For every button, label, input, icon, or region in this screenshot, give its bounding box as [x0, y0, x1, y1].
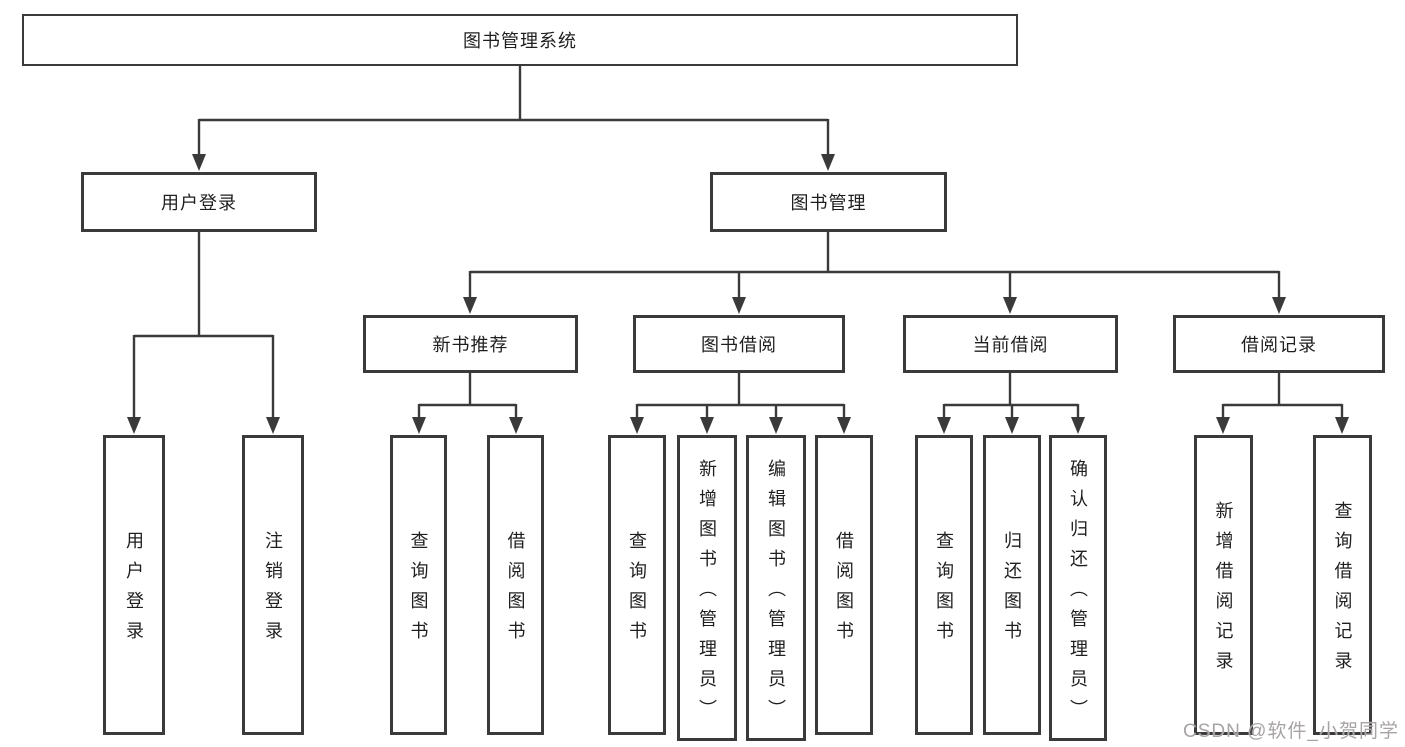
leaf-user-login-label: 用户登录: [124, 531, 144, 651]
node-current-borrow-label: 当前借阅: [972, 335, 1049, 355]
leaf-borrow-borrow-books-label: 借阅图书: [834, 531, 854, 651]
leaf-recommend-query-books-label: 查询图书: [408, 531, 429, 651]
leaf-add-borrow-record: 新增借阅记录: [1194, 435, 1253, 735]
node-book-management: 图书管理: [710, 172, 947, 232]
leaf-borrow-query-books: 查询图书: [608, 435, 666, 735]
leaf-query-borrow-record-label: 查询借阅记录: [1332, 501, 1353, 681]
leaf-query-borrow-record: 查询借阅记录: [1313, 435, 1372, 735]
node-root: 图书管理系统: [22, 14, 1018, 66]
node-user-login: 用户登录: [81, 172, 317, 232]
leaf-confirm-return-admin-label: 确认归还（管理员）: [1068, 459, 1088, 729]
leaf-return-books-label: 归还图书: [1002, 531, 1022, 651]
node-new-book-recommend: 新书推荐: [363, 315, 578, 373]
leaf-recommend-query-books: 查询图书: [390, 435, 447, 735]
leaf-logout: 注销登录: [242, 435, 304, 735]
leaf-recommend-borrow-books: 借阅图书: [487, 435, 544, 735]
leaf-borrow-borrow-books: 借阅图书: [815, 435, 873, 735]
leaf-add-books-admin: 新增图书（管理员）: [677, 435, 737, 741]
watermark: CSDN @软件_小贺同学: [1183, 721, 1399, 742]
leaf-confirm-return-admin: 确认归还（管理员）: [1049, 435, 1107, 741]
node-user-login-label: 用户登录: [161, 193, 237, 213]
node-new-book-recommend-label: 新书推荐: [432, 335, 509, 355]
node-book-management-label: 图书管理: [790, 193, 867, 213]
leaf-current-query-books-label: 查询图书: [934, 531, 954, 651]
leaf-recommend-borrow-books-label: 借阅图书: [505, 531, 526, 651]
leaf-borrow-query-books-label: 查询图书: [627, 531, 647, 651]
leaf-add-books-admin-label: 新增图书（管理员）: [697, 459, 717, 729]
leaf-add-borrow-record-label: 新增借阅记录: [1213, 501, 1234, 681]
leaf-current-query-books: 查询图书: [915, 435, 973, 735]
node-borrow-records: 借阅记录: [1173, 315, 1385, 373]
node-book-borrow-label: 图书借阅: [701, 335, 777, 355]
node-current-borrow: 当前借阅: [903, 315, 1118, 373]
leaf-edit-books-admin-label: 编辑图书（管理员）: [766, 459, 786, 729]
node-book-borrow: 图书借阅: [633, 315, 845, 373]
leaf-logout-label: 注销登录: [263, 531, 283, 651]
node-borrow-records-label: 借阅记录: [1241, 335, 1317, 355]
leaf-user-login: 用户登录: [103, 435, 165, 735]
leaf-edit-books-admin: 编辑图书（管理员）: [746, 435, 806, 741]
node-root-label: 图书管理系统: [463, 31, 577, 51]
leaf-return-books: 归还图书: [983, 435, 1041, 735]
